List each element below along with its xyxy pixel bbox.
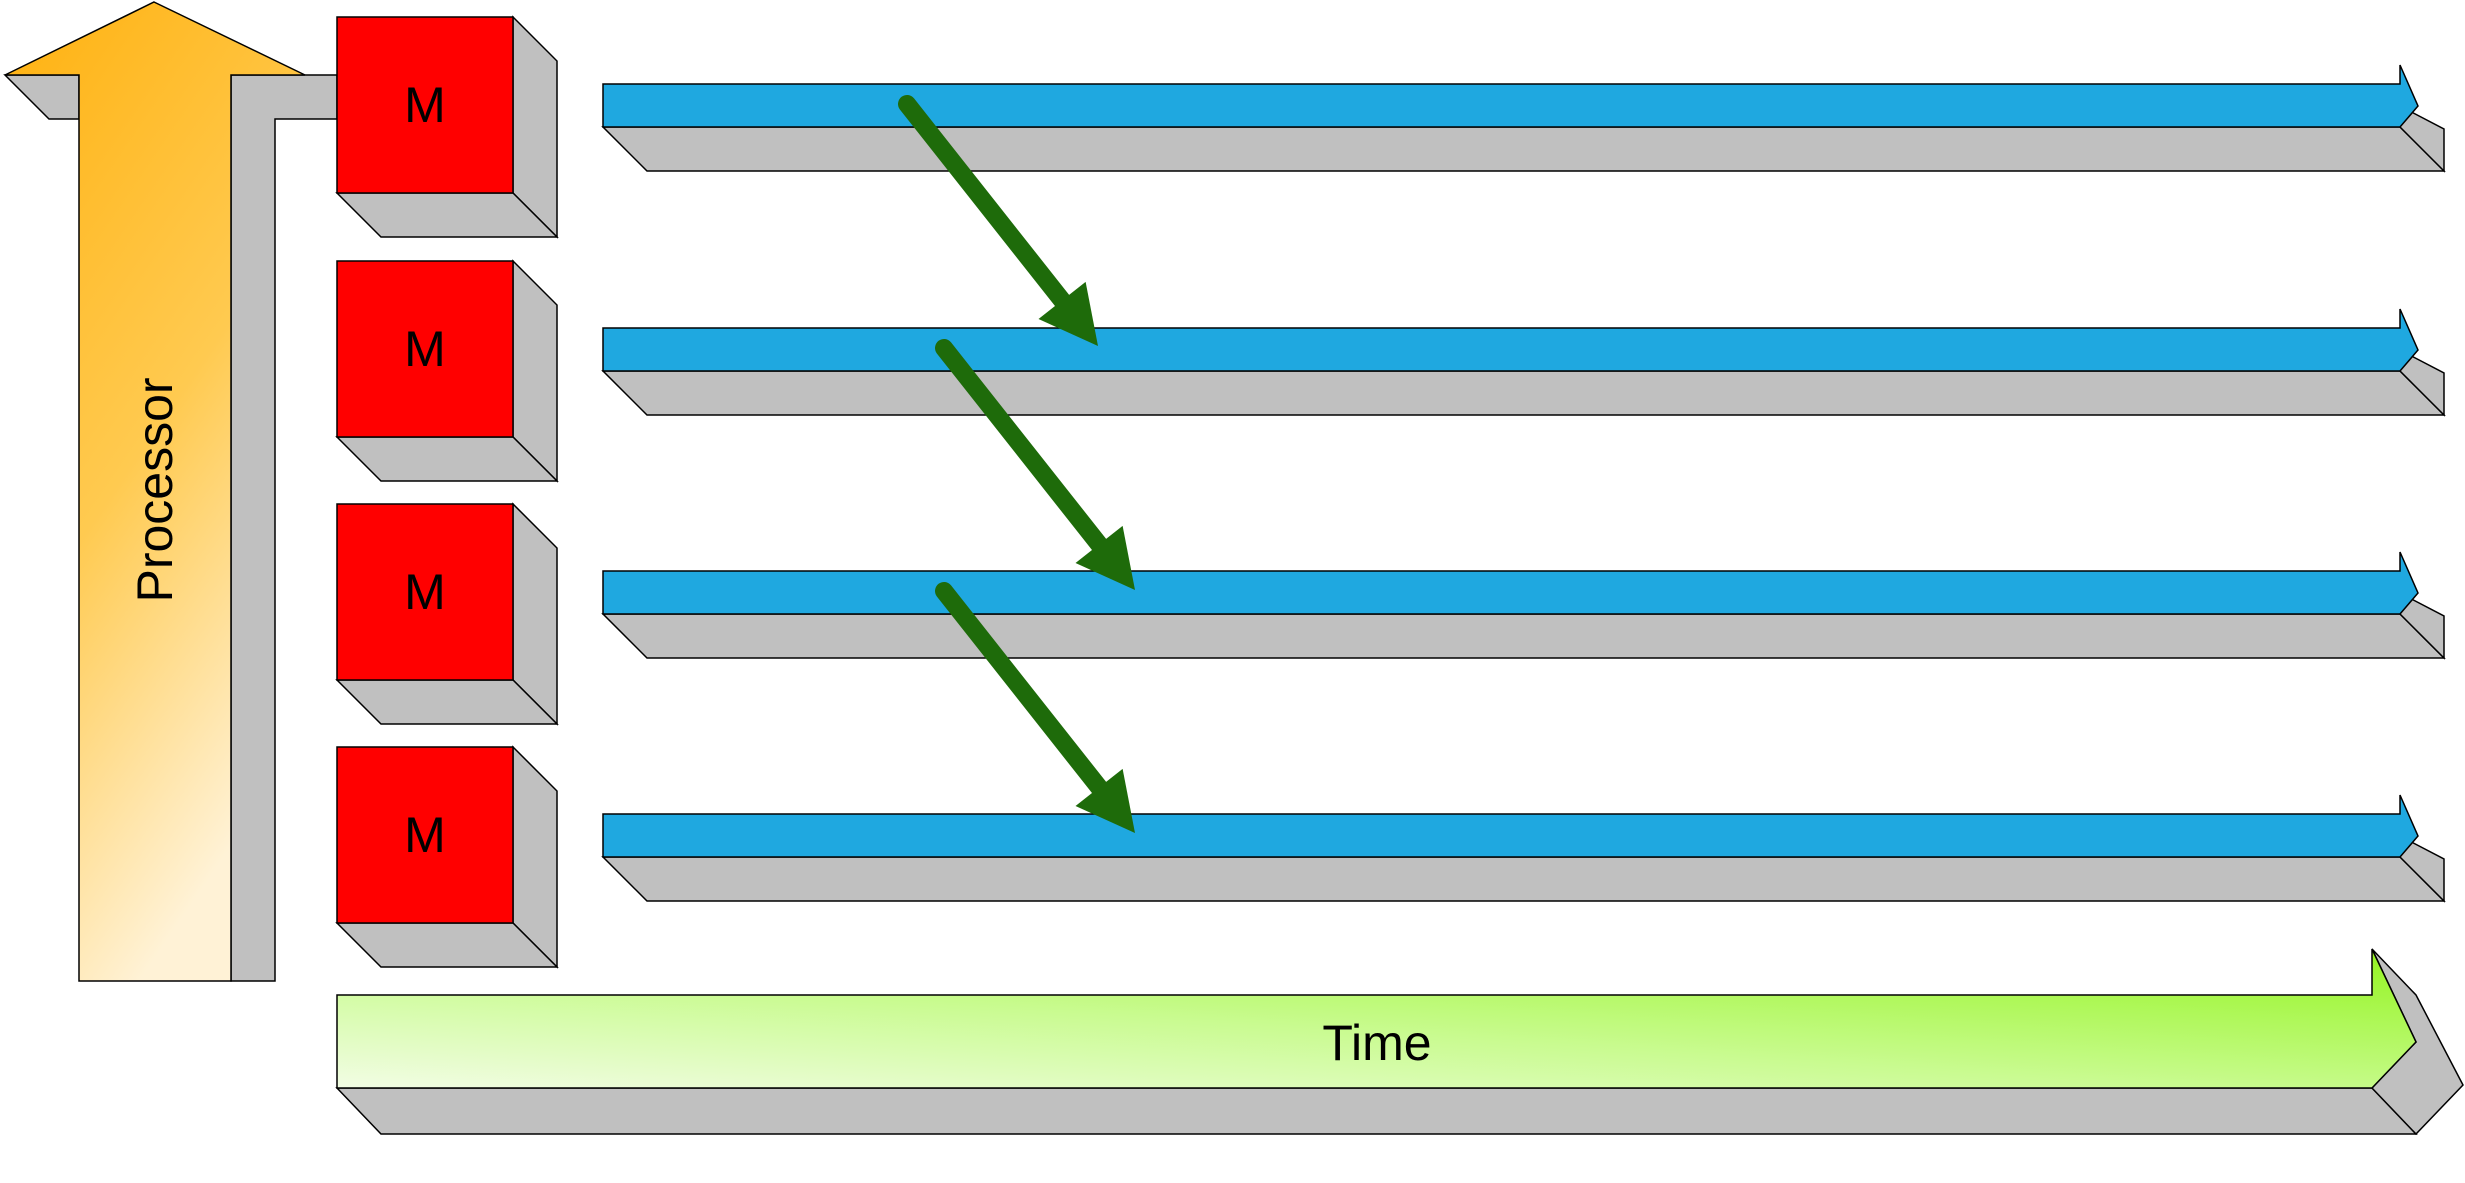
processor-axis-arrow: Processor <box>3 1 338 982</box>
module-label: M <box>404 77 446 133</box>
transfer-arrow-head <box>1038 281 1098 346</box>
module-front-face <box>336 16 514 194</box>
processor-label: Processor <box>127 377 183 602</box>
memory-module-4: M <box>335 745 559 969</box>
processor-row-4: M <box>335 745 2446 969</box>
time-label: Time <box>1322 1015 1431 1071</box>
timeline-bar-shadow <box>601 126 2446 172</box>
transfer-arrow-shaft <box>935 339 1109 554</box>
processor-arrow-face <box>4 1 306 982</box>
time-axis-arrow: Time <box>335 948 2464 1136</box>
module-front-face <box>336 746 514 924</box>
transfer-arrow-head <box>1075 768 1135 833</box>
time-arrow-shadow-bottom <box>335 1087 2418 1135</box>
transfer-arrow-2 <box>935 339 1135 590</box>
memory-module-1: M <box>335 15 559 239</box>
processor-arrow-shadow-right <box>230 74 338 982</box>
processor-row-3: M <box>335 502 2446 726</box>
module-label: M <box>404 321 446 377</box>
transfer-arrow-head <box>1075 525 1135 590</box>
memory-module-3: M <box>335 502 559 726</box>
timeline-bar-4 <box>601 794 2446 903</box>
processor-row-1: M <box>335 15 2446 239</box>
timeline-bar-face <box>602 64 2419 128</box>
time-arrow-face <box>336 948 2417 1089</box>
memory-module-2: M <box>335 259 559 483</box>
timeline-bar-3 <box>601 551 2446 660</box>
transfer-arrow-3 <box>935 582 1135 833</box>
timeline-bar-face <box>602 794 2419 858</box>
transfer-arrow-1 <box>898 95 1098 346</box>
transfer-arrow-shaft <box>935 582 1109 797</box>
timeline-bar-1 <box>601 64 2446 173</box>
timeline-bar-2 <box>601 308 2446 417</box>
module-label: M <box>404 807 446 863</box>
timeline-bar-shadow <box>601 613 2446 659</box>
transfer-arrow-shaft <box>898 95 1072 310</box>
module-front-face <box>336 260 514 438</box>
timeline-bar-face <box>602 551 2419 615</box>
timeline-bar-face <box>602 308 2419 372</box>
processor-rows: M M M M <box>335 15 2446 969</box>
processor-row-2: M <box>335 259 2446 483</box>
processor-arrow-shadow-left <box>3 74 80 120</box>
module-label: M <box>404 564 446 620</box>
timeline-bar-shadow <box>601 370 2446 416</box>
module-front-face <box>336 503 514 681</box>
timeline-bar-shadow <box>601 856 2446 902</box>
